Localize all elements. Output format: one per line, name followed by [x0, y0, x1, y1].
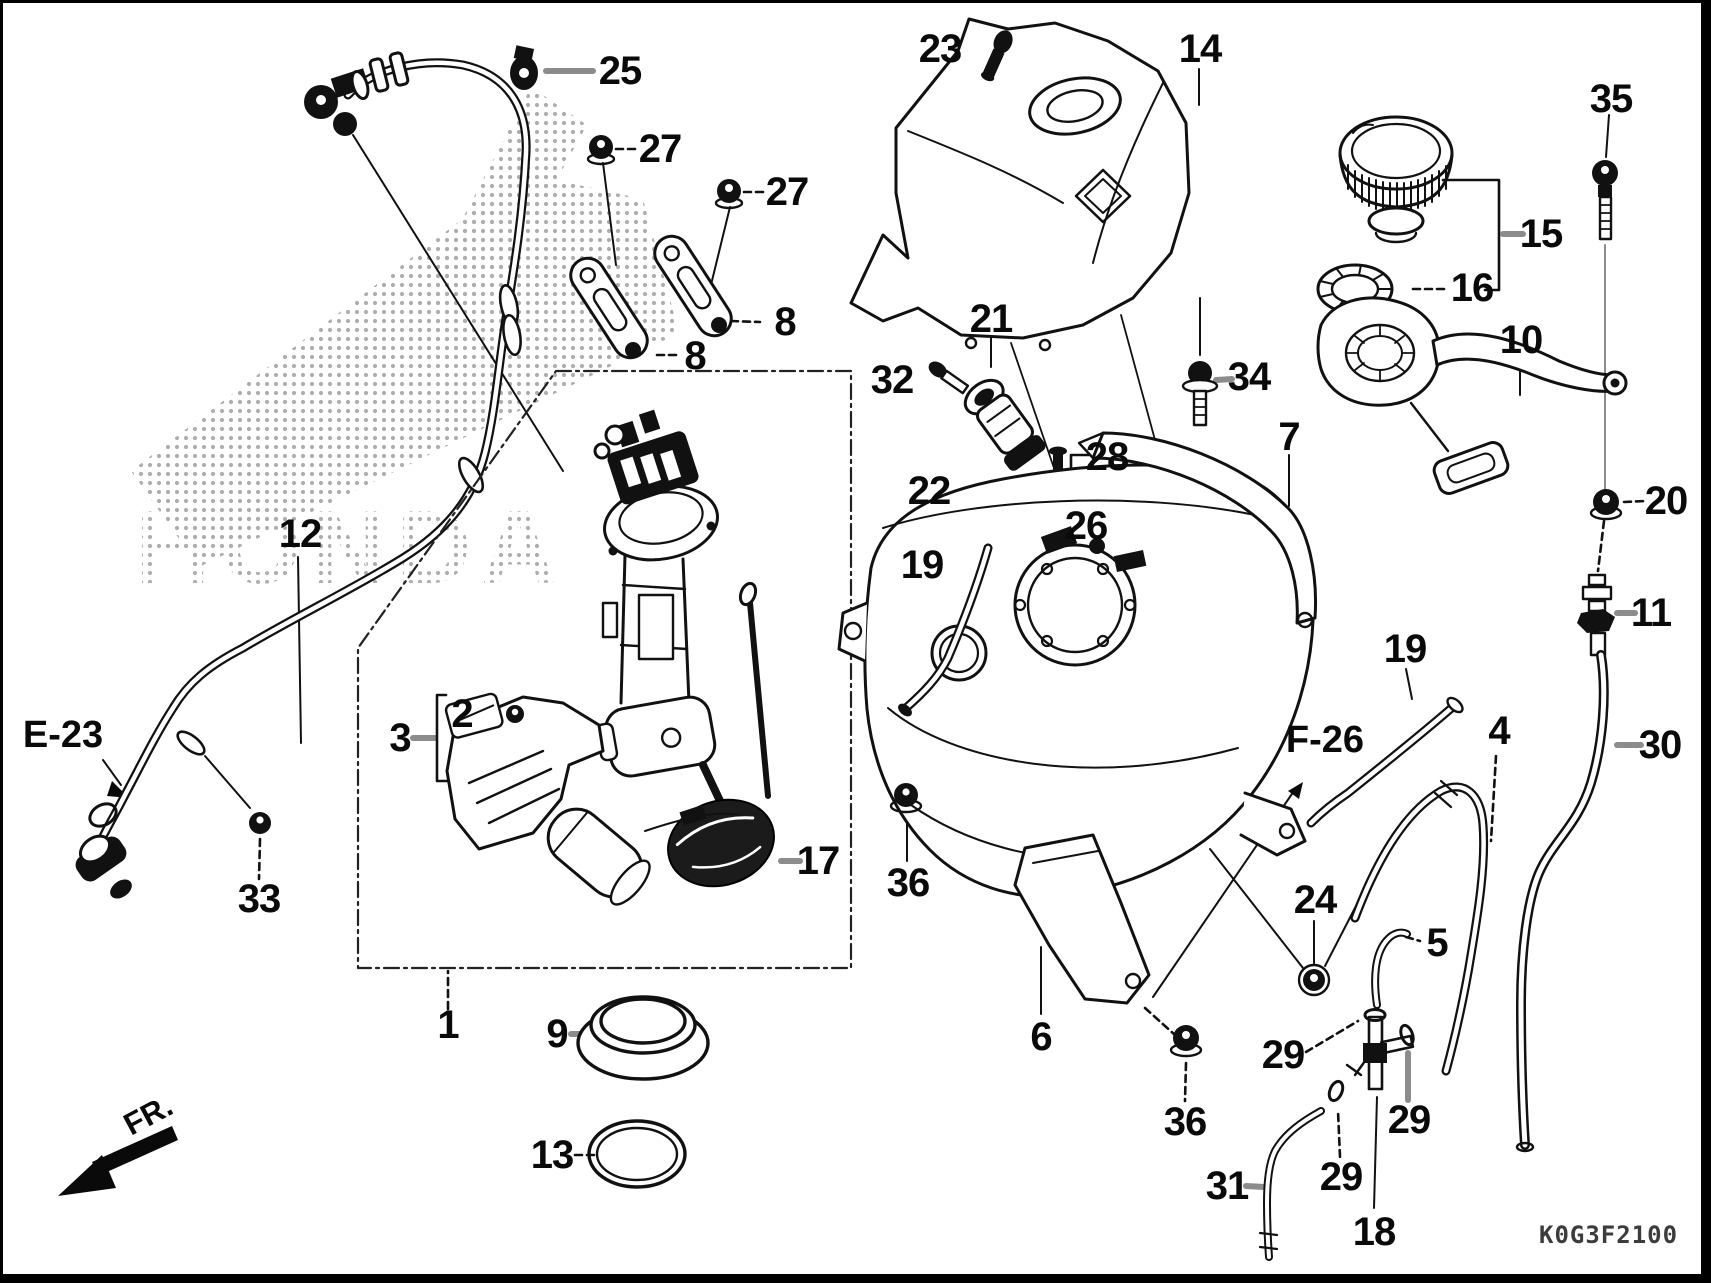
assembly-dashed-box: [356, 369, 853, 970]
callout-19: 19: [900, 543, 944, 587]
page-border-bottom: [3, 1274, 1708, 1280]
callout-22: 22: [907, 469, 951, 513]
callout-5: 5: [1426, 921, 1448, 965]
callout-34: 34: [1227, 355, 1271, 399]
clip-29-c: [1327, 1079, 1345, 1103]
plate-screw-a: [625, 342, 641, 358]
fuel-filter: [546, 807, 651, 906]
stay-plates: [569, 135, 744, 360]
callout-2: 2: [451, 692, 473, 736]
callout-11: 11: [1630, 591, 1672, 635]
bolt-35: [1592, 160, 1618, 241]
f26-arrowhead: [1288, 782, 1303, 799]
callout-29: 29: [1319, 1155, 1363, 1199]
stay-plate-a: [569, 256, 649, 360]
callout-24: 24: [1293, 878, 1337, 922]
callout-23: 23: [918, 27, 962, 71]
float-rod: [747, 600, 771, 799]
stay-7: [1077, 431, 1317, 629]
fuel-tank-cover: [849, 17, 1191, 472]
clip-29-a: [1363, 1008, 1387, 1022]
parts-diagram-art: HONDA: [58, 17, 1648, 1261]
callout-21: 21: [969, 297, 1013, 341]
joint-11: [1577, 573, 1615, 657]
callout-18: 18: [1352, 1210, 1396, 1254]
callout-7: 7: [1278, 415, 1300, 459]
callout-9: 9: [546, 1012, 568, 1056]
bolt-36-left: [889, 783, 923, 814]
callout-36: 36: [886, 861, 930, 905]
bolt-32: [928, 361, 970, 395]
clip-29-b: [1399, 1023, 1415, 1047]
callout-4: 4: [1488, 709, 1510, 753]
callout-19: 19: [1383, 627, 1427, 671]
fuel-feed-hose-assembly: [75, 45, 538, 899]
page-border-right: [1701, 3, 1708, 1280]
callout-1: 1: [437, 1003, 459, 1047]
callout-27: 27: [765, 170, 809, 214]
callout-13: 13: [530, 1133, 574, 1177]
rear-bracket-group: [1316, 296, 1628, 1153]
hose-clamp-25: [510, 45, 538, 90]
o-ring-13: [587, 1119, 687, 1189]
callout-33: 33: [237, 877, 281, 921]
callout-20: 20: [1644, 479, 1688, 523]
callout-17: 17: [796, 839, 840, 883]
bolt-34: [1181, 361, 1219, 427]
lock-cylinder-21: [963, 378, 1046, 471]
callout-26: 26: [1064, 504, 1108, 548]
callout-6: 6: [1030, 1015, 1052, 1059]
pump-connector: [607, 409, 699, 505]
grommet-24: [1297, 963, 1331, 997]
callout-8: 8: [684, 334, 706, 378]
washer-2: [506, 705, 524, 723]
watermark-honda-logo: HONDA: [131, 87, 679, 606]
callout-29: 29: [1261, 1033, 1305, 1077]
drain-hoses: [1258, 696, 1489, 1261]
callout-16: 16: [1450, 266, 1494, 310]
callout-36: 36: [1163, 1100, 1207, 1144]
diagram-code: K0G3F2100: [1539, 1221, 1679, 1249]
callout-30: 30: [1638, 723, 1682, 767]
bracket-10: [1316, 296, 1441, 407]
bolt-36-bottom: [1169, 1025, 1203, 1058]
rollover-valve-3: [444, 692, 605, 851]
nut-33: [249, 812, 271, 834]
ref-label-E-23: E-23: [22, 714, 104, 756]
bolt-23: [981, 30, 1013, 82]
fuel-tank: [837, 431, 1331, 1058]
callout-10: 10: [1499, 318, 1543, 362]
callout-32: 32: [870, 358, 914, 402]
callout-31: 31: [1205, 1164, 1249, 1208]
ref-label-F-26: F-26: [1285, 719, 1365, 761]
tank-bottom-bracket: [1013, 833, 1151, 1005]
hose-end-connector-e23: [75, 802, 132, 899]
callout-12: 12: [278, 512, 322, 556]
nut-20: [1589, 489, 1623, 521]
pump-strainer: [667, 798, 775, 888]
nut-27-a: [589, 135, 613, 159]
callout-29: 29: [1387, 1098, 1431, 1142]
callout-14: 14: [1178, 27, 1222, 71]
stay-plate-b: [653, 234, 733, 338]
fuel-pump-assembly: [356, 369, 853, 1189]
callout-15: 15: [1519, 212, 1563, 256]
plate-screw-b: [711, 317, 727, 333]
seal-9: [576, 995, 710, 1081]
callout-3: 3: [389, 716, 411, 760]
callout-27: 27: [638, 127, 682, 171]
callout-25: 25: [598, 49, 642, 93]
callout-35: 35: [1589, 77, 1633, 121]
callout-28: 28: [1085, 435, 1129, 479]
callout-8: 8: [774, 300, 796, 344]
nut-27-b: [717, 179, 741, 203]
